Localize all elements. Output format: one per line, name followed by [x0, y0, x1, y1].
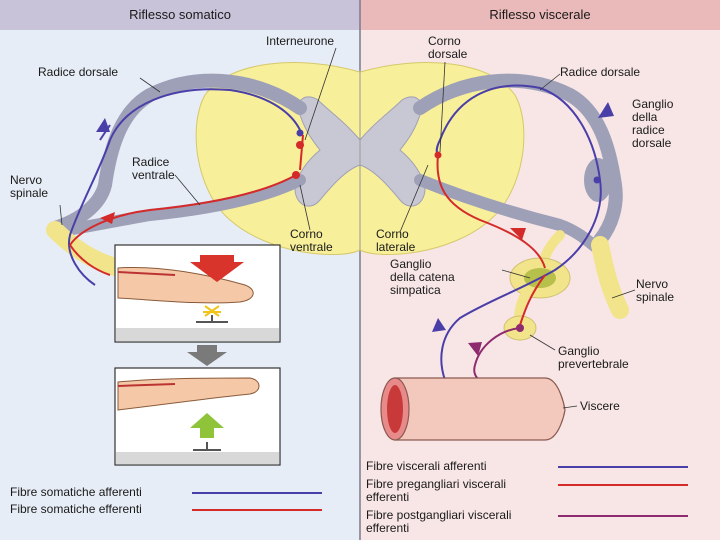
right-dorsal-root: [413, 73, 623, 247]
label-ganglio-prevertebrale: Ganglio prevertebrale: [558, 344, 629, 371]
visceral-afferent-cell: [593, 176, 601, 184]
leader-prevertebrale: [529, 334, 556, 351]
label-corno-ventrale: Corno ventrale: [290, 227, 333, 254]
viscera-tube: [394, 377, 566, 441]
header-visceral: Riflesso viscerale: [489, 7, 591, 22]
stimulus-spark: [203, 305, 221, 317]
finger-table-top: [116, 328, 279, 341]
preganglionic-arrowhead: [510, 228, 526, 240]
interneurone-fiber: [299, 134, 304, 171]
somatic-efferent-fiber: [68, 174, 297, 276]
label-radice-dorsale-left: Radice dorsale: [38, 65, 119, 79]
leader-radice-ventrale: [174, 174, 201, 206]
leader-ganglio-catena: [501, 269, 531, 279]
header-somatic: Riflesso somatico: [129, 7, 231, 22]
label-radice-dorsale-right: Radice dorsale: [560, 65, 641, 79]
preganglionic-to-prevertebral: [519, 274, 546, 326]
leader-nervo-spinale-left: [59, 204, 63, 226]
visceral-header-bar: [360, 0, 720, 30]
pin-bottom: [193, 442, 221, 451]
legend-visceral-afferent: Fibre viscerali afferenti: [366, 459, 487, 473]
label-radice-ventrale: Radice ventrale: [132, 155, 175, 182]
postganglionic-arrowhead: [468, 342, 482, 356]
right-spinal-nerve: [591, 236, 629, 319]
legend-somatic-efferent: Fibre somatiche efferenti: [10, 502, 142, 516]
leader-corno-ventrale: [299, 184, 311, 231]
right-ventral-root: [414, 174, 606, 256]
afferent-arrowhead: [96, 118, 110, 132]
leader-radice-dorsale-right: [539, 73, 561, 91]
finger-muscle-top: [117, 271, 176, 276]
label-viscere: Viscere: [580, 399, 620, 413]
somatic-header-bar: [0, 0, 360, 30]
transition-arrow: [187, 345, 227, 366]
label-ganglio-radice-dorsale: Ganglio della radice dorsale: [632, 97, 674, 150]
efferent-arrowhead: [100, 212, 115, 224]
leader-viscere: [562, 405, 578, 409]
label-nervo-spinale-right: Nervo spinale: [636, 277, 675, 304]
label-corno-laterale: Corno laterale: [376, 227, 416, 254]
left-ventral-root: [49, 174, 306, 238]
legend-postganglionic: Fibre postgangliari viscerali efferenti: [366, 508, 512, 535]
finger-bottom: [117, 377, 260, 411]
preganglionic-fiber: [436, 154, 546, 269]
label-interneurone: Interneurone: [266, 34, 335, 48]
viscera-lumen: [387, 385, 403, 433]
leader-corno-laterale: [399, 164, 429, 233]
visceral-afferent-arrowhead: [432, 318, 446, 332]
label-ganglio-catena: Ganglio della catena simpatica: [390, 257, 455, 297]
finger-top: [117, 267, 254, 304]
finger-muscle-bottom: [117, 383, 176, 387]
leader-interneurone: [304, 47, 337, 141]
legend-somatic-afferent: Fibre somatiche afferenti: [10, 485, 142, 499]
leader-radice-dorsale-left: [139, 77, 161, 93]
retract-arrow-up: [190, 413, 224, 438]
somatic-afferent-terminal: [296, 129, 304, 137]
interneurone-cell: [296, 141, 304, 149]
somatic-afferent-fiber: [68, 88, 301, 286]
visceral-afferent-arrowhead-top: [598, 102, 614, 118]
leader-nervo-spinale-right: [611, 289, 636, 299]
stimulus-pin: [196, 315, 228, 323]
leader-corno-dorsale: [439, 61, 446, 153]
legend-preganglionic: Fibre pregangliari viscerali efferenti: [366, 477, 507, 504]
label-corno-dorsale: Corno dorsale: [428, 34, 468, 61]
stimulus-arrow-down: [190, 255, 244, 282]
label-nervo-spinale-left: Nervo spinale: [10, 173, 49, 200]
finger-table-bottom: [116, 452, 279, 464]
